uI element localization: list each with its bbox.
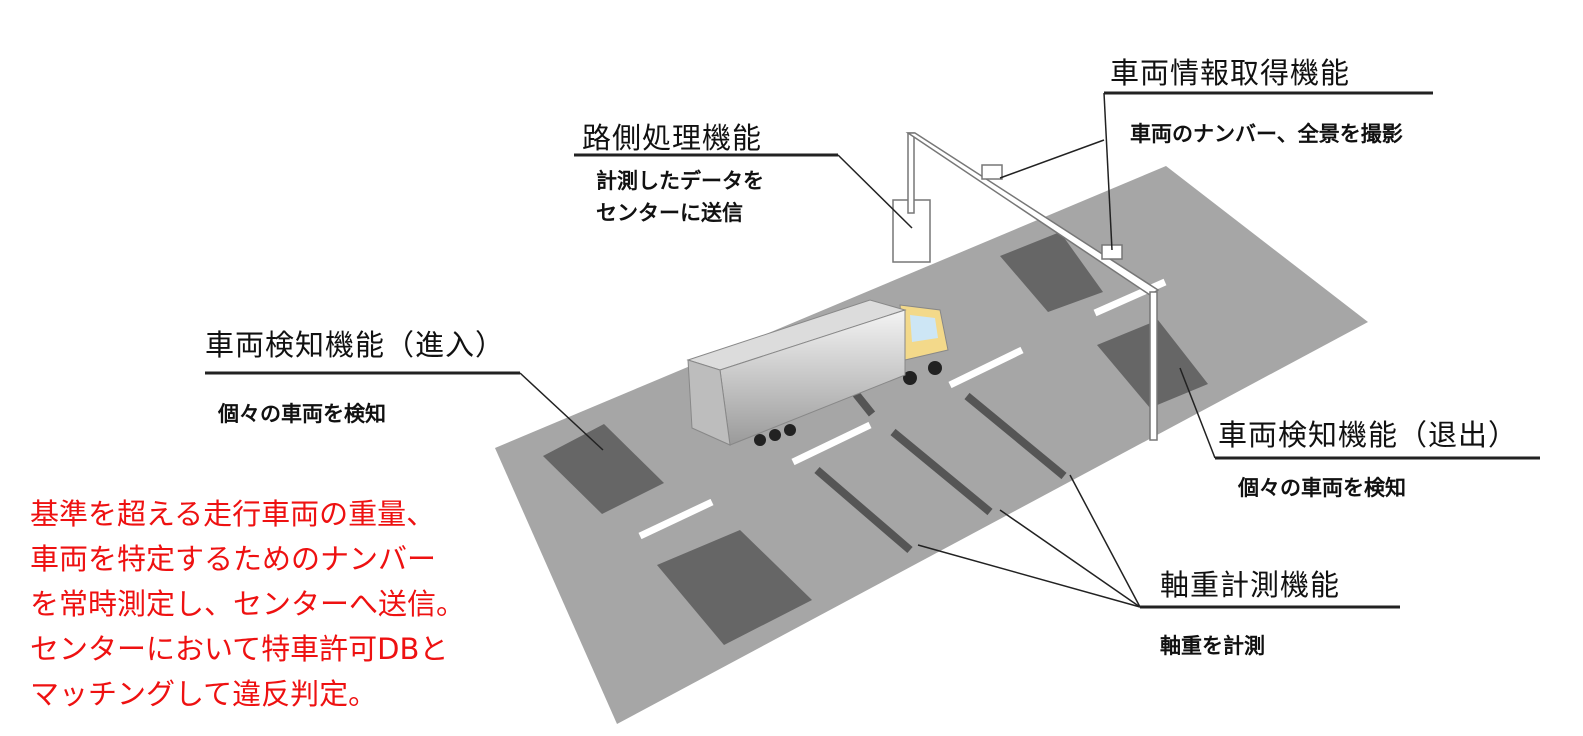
roadside-processing-desc-1: 計測したデータを: [596, 169, 764, 193]
detector-pad: [1000, 232, 1103, 312]
summary-line: を常時測定し、センターへ送信。: [30, 587, 466, 621]
axle-weight-desc: 軸重を計測: [1160, 634, 1265, 658]
truck: [686, 299, 949, 446]
vehicle-info-desc: 車両のナンバー、全景を撮影: [1130, 122, 1403, 146]
axle-sensors: [814, 391, 1067, 554]
detect-in-title: 車両検知機能（進入）: [205, 328, 506, 362]
leader-lines: [205, 91, 1540, 609]
summary-line: 基準を超える走行車両の重量、: [30, 497, 436, 531]
gantry: [892, 132, 1160, 441]
vehicle-info-title: 車両情報取得機能: [1110, 56, 1351, 90]
detector-pad: [543, 424, 664, 514]
detect-in-desc: 個々の車両を検知: [218, 402, 386, 426]
roadside-processing-title: 路側処理機能: [582, 121, 763, 155]
summary-line: マッチングして違反判定。: [30, 677, 378, 711]
detector-pad: [657, 530, 812, 645]
detect-out-desc: 個々の車両を検知: [1238, 476, 1406, 500]
summary-line: 車両を特定するためのナンバー: [30, 542, 437, 576]
summary-line: センターにおいて特車許可DBと: [30, 632, 449, 666]
detect-out-title: 車両検知機能（退出）: [1218, 418, 1519, 452]
summary-text: 基準を超える走行車両の重量、 車両を特定するためのナンバー を常時測定し、センタ…: [30, 492, 465, 717]
roadside-processing-desc-2: センターに送信: [596, 201, 743, 225]
axle-weight-title: 軸重計測機能: [1160, 568, 1341, 602]
